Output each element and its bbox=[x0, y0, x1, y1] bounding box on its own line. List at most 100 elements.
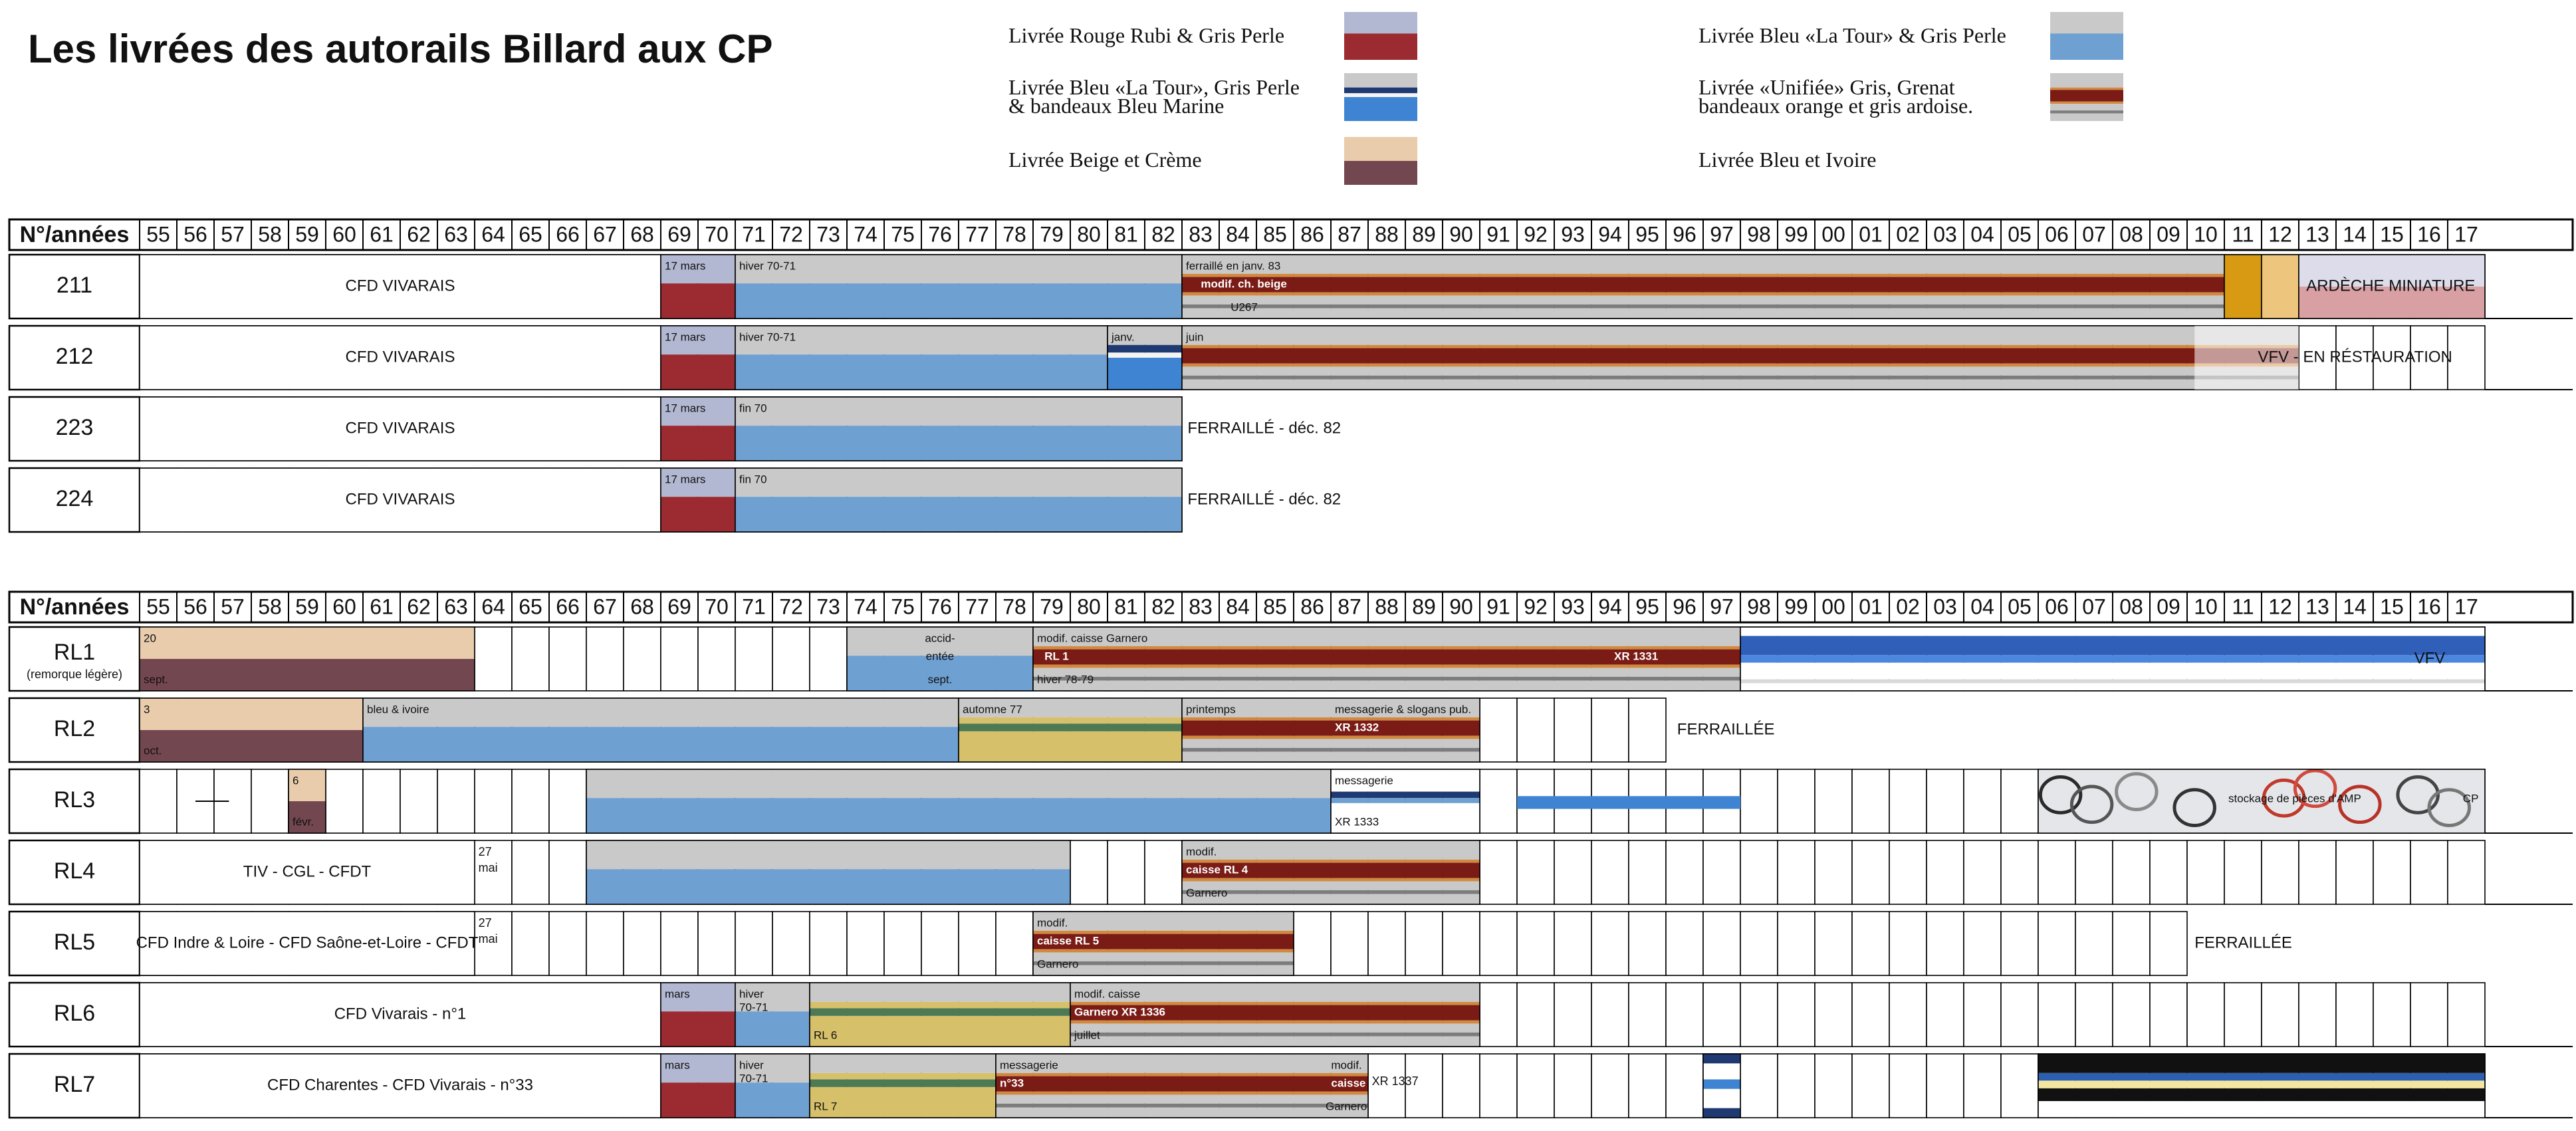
year-cell bbox=[1293, 911, 1332, 976]
livery-band bbox=[1033, 912, 1294, 931]
livery-band bbox=[1344, 73, 1417, 88]
year-cell bbox=[2186, 982, 2225, 1047]
livery-band bbox=[661, 354, 735, 390]
segment-label: hiver 70-71 bbox=[739, 259, 796, 272]
row-note: 27 bbox=[479, 916, 492, 930]
livery-segment: 17 mars bbox=[660, 467, 736, 533]
year-cell bbox=[2075, 911, 2113, 976]
railcar-id-cell bbox=[8, 1053, 141, 1119]
livery-band bbox=[1703, 1054, 1740, 1064]
livery-band bbox=[959, 717, 1182, 724]
header-border bbox=[8, 590, 2574, 624]
livery-segment: mars bbox=[660, 1053, 736, 1118]
livery-band bbox=[1033, 680, 1740, 691]
year-label: 57 bbox=[221, 594, 245, 618]
livery-band bbox=[1182, 255, 2224, 274]
graffiti-mark bbox=[2069, 785, 2114, 824]
year-cell bbox=[660, 626, 699, 691]
livery-band bbox=[1331, 791, 1480, 799]
year-label: 70 bbox=[705, 594, 729, 618]
year-label: 95 bbox=[1635, 594, 1659, 618]
graffiti-mark bbox=[2427, 788, 2471, 827]
segment-label: modif. bbox=[1186, 845, 1217, 858]
year-label: 80 bbox=[1077, 594, 1101, 618]
year-label: 96 bbox=[1673, 222, 1697, 246]
livery-band bbox=[2038, 1080, 2485, 1088]
year-label: 85 bbox=[1263, 594, 1287, 618]
status-label: VFV - EN RÉSTAURATION bbox=[2258, 348, 2452, 366]
livery-band bbox=[1331, 769, 1480, 792]
year-label: 91 bbox=[1486, 594, 1510, 618]
year-label: 64 bbox=[481, 594, 505, 618]
livery-band bbox=[661, 255, 735, 284]
livery-band bbox=[1344, 33, 1417, 60]
year-label: 90 bbox=[1449, 594, 1473, 618]
year-cell bbox=[2447, 840, 2486, 905]
year-cell bbox=[1479, 911, 1518, 976]
livery-band bbox=[661, 468, 735, 497]
livery-band bbox=[289, 801, 326, 833]
livery-band bbox=[363, 727, 959, 762]
year-cell bbox=[2000, 911, 2039, 976]
year-label: 01 bbox=[1859, 222, 1883, 246]
year-label: 69 bbox=[667, 594, 691, 618]
livery-band bbox=[2050, 12, 2123, 34]
livery-band bbox=[1182, 292, 2224, 296]
livery-band bbox=[1703, 1079, 1740, 1089]
segment-border bbox=[1181, 840, 1480, 905]
year-label: 60 bbox=[332, 222, 356, 246]
year-cell bbox=[1628, 1053, 1667, 1118]
year-cell bbox=[474, 911, 513, 976]
livery-band bbox=[1108, 358, 1182, 390]
livery-segment bbox=[1702, 1053, 1741, 1118]
livery-band bbox=[1182, 747, 1480, 752]
year-cell bbox=[1516, 982, 1555, 1047]
graffiti-mark bbox=[2396, 775, 2440, 815]
segment-label: 17 mars bbox=[665, 259, 705, 272]
livery-band bbox=[1344, 12, 1417, 34]
livery-band bbox=[1070, 1036, 1480, 1047]
year-cell bbox=[1367, 911, 1406, 976]
segment-label: RL 6 bbox=[814, 1029, 837, 1041]
livery-band bbox=[1182, 326, 2299, 345]
year-cell bbox=[1144, 840, 1183, 905]
year-label: 56 bbox=[183, 222, 207, 246]
year-cell bbox=[1740, 1053, 1778, 1118]
railcar-id-cell bbox=[8, 396, 141, 462]
livery-band bbox=[810, 1086, 996, 1118]
year-cell bbox=[1889, 911, 1927, 976]
year-cell bbox=[548, 840, 587, 905]
year-cell bbox=[921, 911, 959, 976]
year-label: 87 bbox=[1338, 594, 1361, 618]
livery-band bbox=[1182, 344, 2299, 348]
status-label: FERRAILLÉE bbox=[2194, 934, 2292, 951]
year-label: 88 bbox=[1375, 222, 1399, 246]
page-title: Les livrées des autorails Billard aux CP bbox=[28, 27, 773, 71]
livery-band bbox=[2050, 113, 2123, 121]
segment-label: entée bbox=[926, 650, 955, 663]
livery-band bbox=[1182, 862, 1480, 878]
segment-border bbox=[1740, 626, 2486, 691]
livery-band bbox=[1331, 803, 1480, 833]
year-label: 92 bbox=[1524, 222, 1548, 246]
livery-segment bbox=[2298, 254, 2486, 319]
livery-band bbox=[363, 698, 959, 727]
graffiti-mark bbox=[2172, 788, 2216, 827]
prehistory-cell bbox=[140, 840, 475, 904]
livery-segment: 17 mars bbox=[660, 254, 736, 319]
year-cell bbox=[883, 911, 922, 976]
year-cell bbox=[1740, 769, 1778, 834]
prehistory-cell bbox=[140, 912, 475, 975]
year-label: 89 bbox=[1412, 594, 1436, 618]
year-cell bbox=[2261, 982, 2299, 1047]
segment-label: Garnero bbox=[1326, 1100, 1367, 1112]
year-cell bbox=[2075, 982, 2113, 1047]
year-cell bbox=[474, 626, 513, 691]
year-cell bbox=[623, 626, 661, 691]
